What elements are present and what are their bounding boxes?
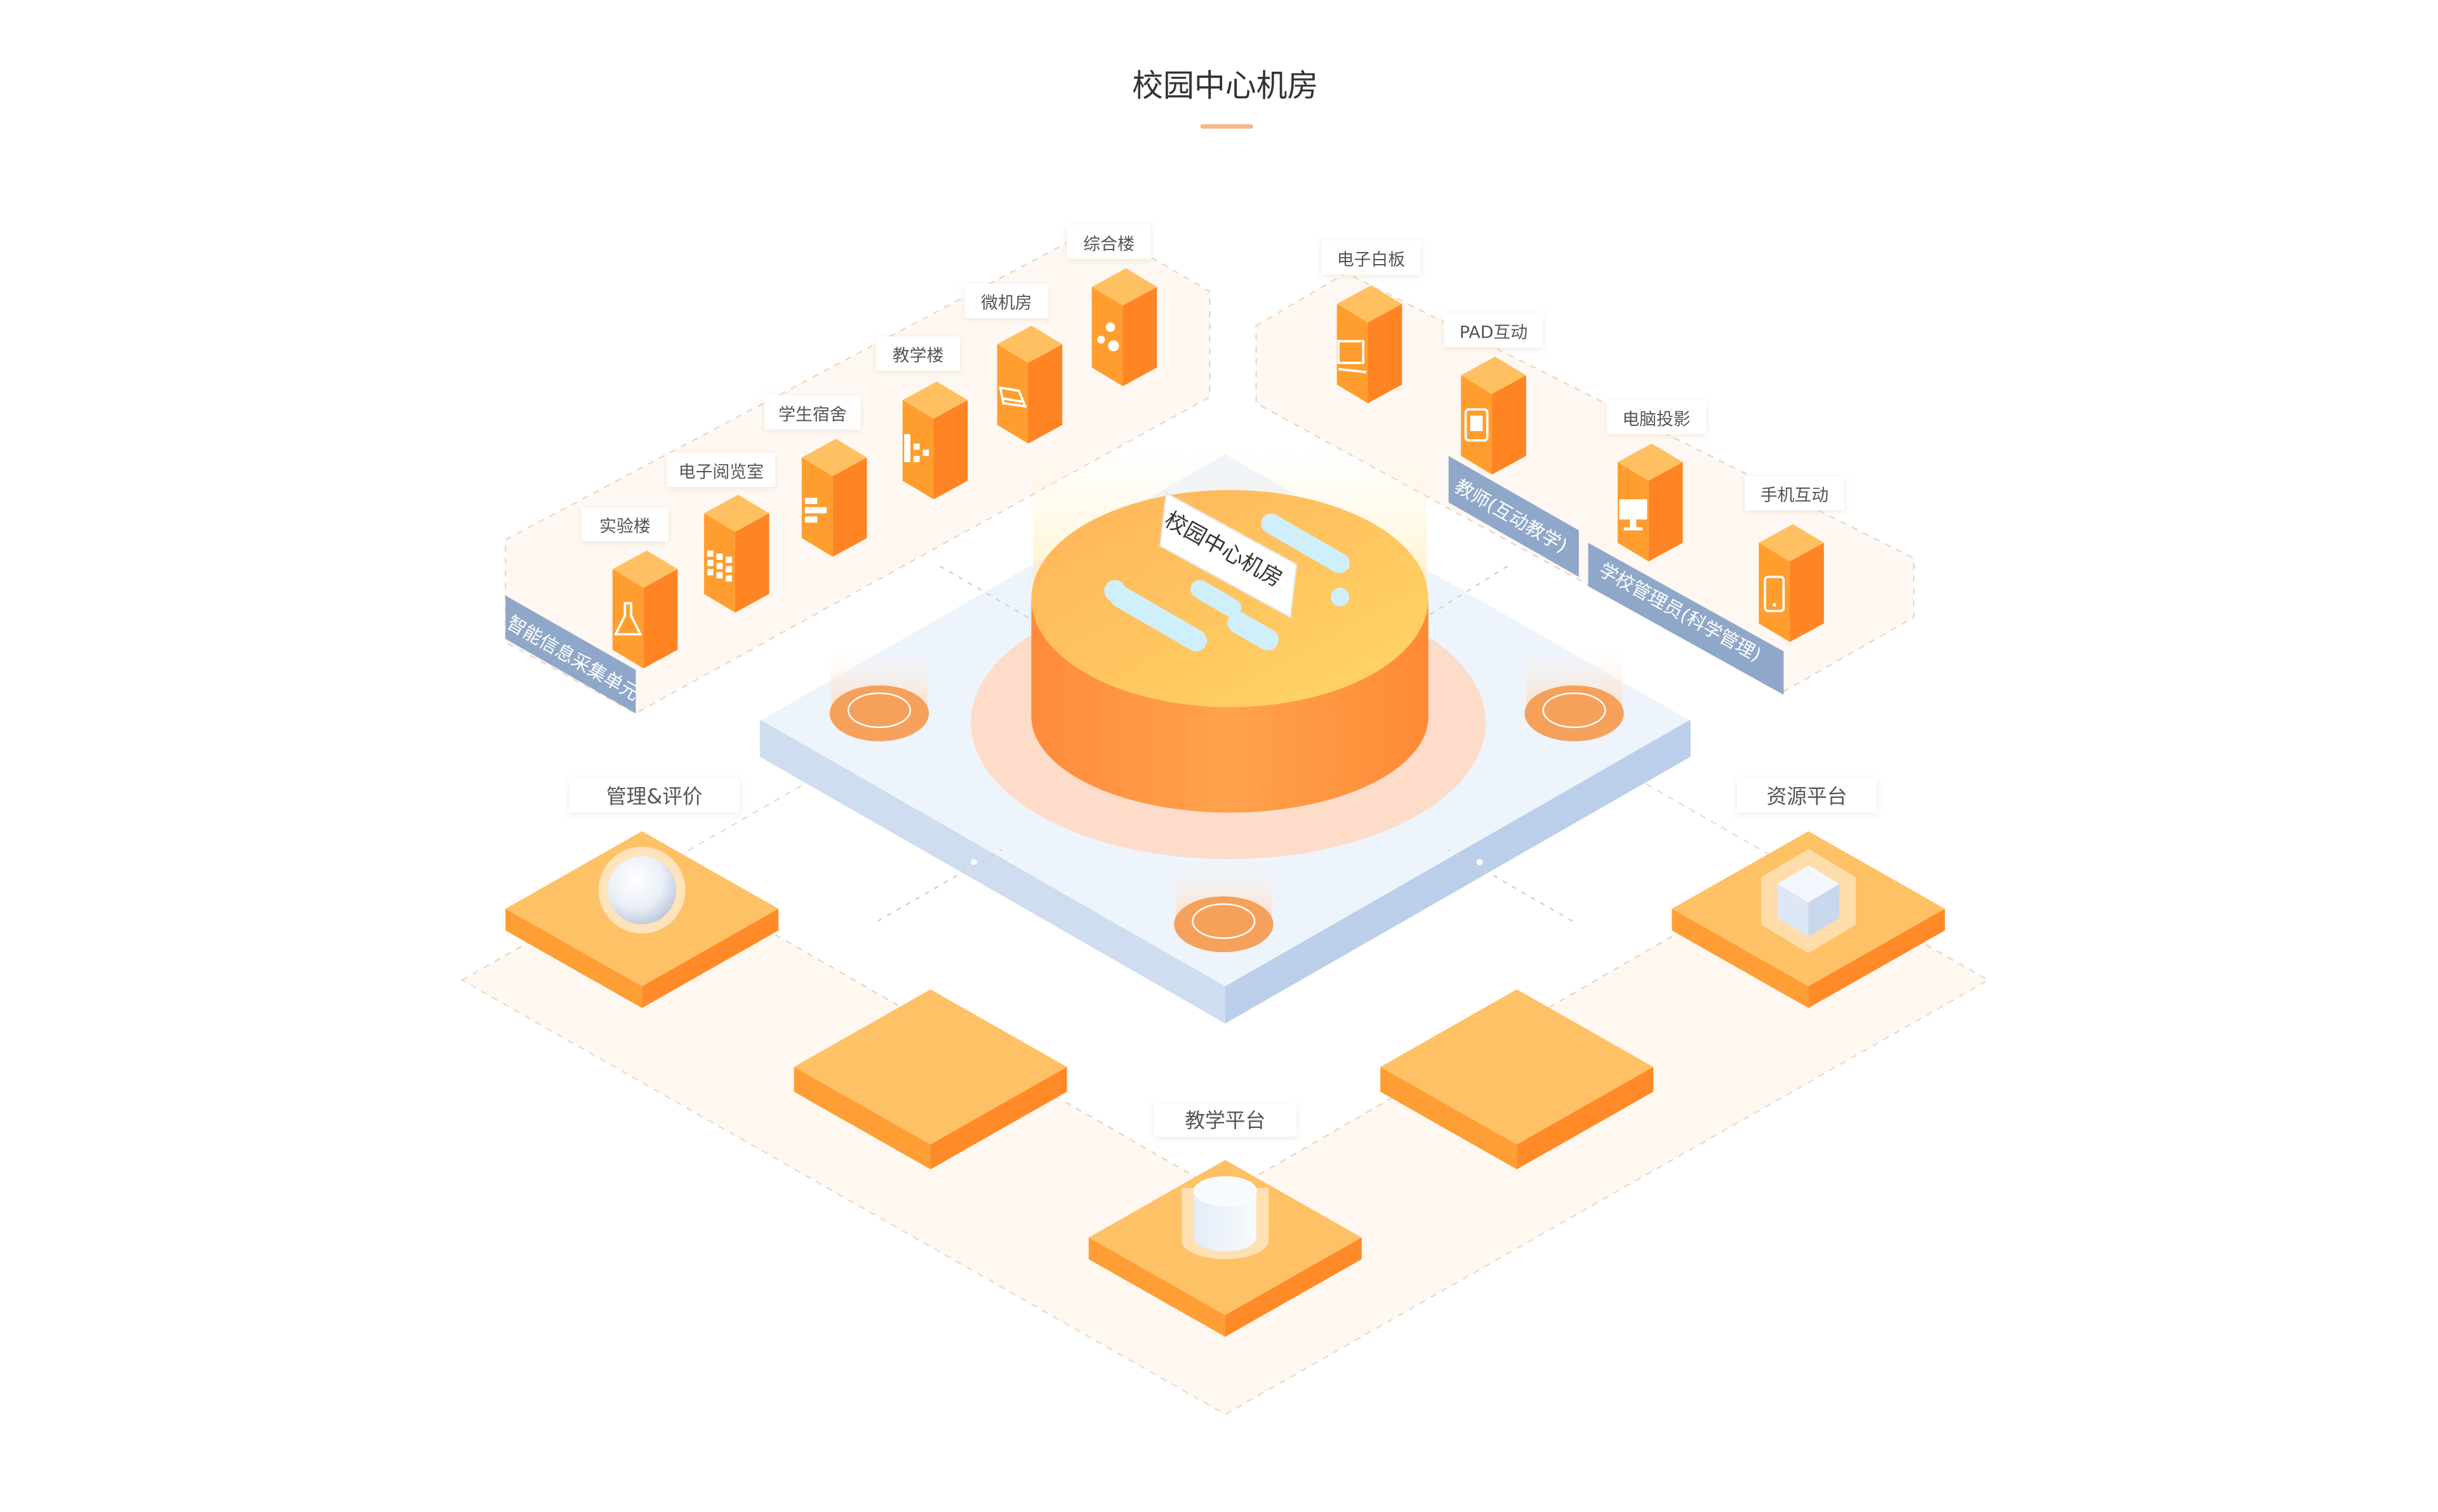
whiteboard-icon <box>1337 340 1367 374</box>
building-label-3: 学生宿舍 <box>764 395 861 430</box>
device-label-4: 手机互动 <box>1745 476 1844 510</box>
building-label-5: 微机房 <box>964 284 1049 318</box>
building-box-1 <box>612 550 678 668</box>
device-box-3 <box>1617 443 1683 562</box>
building-box-4 <box>902 381 968 500</box>
device-label-3: 电脑投影 <box>1606 400 1707 435</box>
grid-icon <box>707 550 732 582</box>
platform-blank-left <box>794 989 1067 1170</box>
data-center-core: 校园中心机房 <box>971 446 1486 859</box>
page-title: 校园中心机房 <box>1132 67 1318 103</box>
base-pod-right <box>1524 651 1624 741</box>
building-label-5-text: 微机房 <box>981 293 1032 313</box>
cylinder-icon <box>1182 1176 1269 1259</box>
device-label-2-text: PAD互动 <box>1460 323 1528 343</box>
dots-icon <box>1097 322 1119 352</box>
platform-management <box>505 831 779 1008</box>
building-label-3-text: 学生宿舍 <box>778 405 846 425</box>
device-label-1: 电子白板 <box>1321 240 1421 275</box>
building-icon <box>904 434 929 463</box>
platform-label-2: 教学平台 <box>1154 1103 1297 1137</box>
phone-icon <box>1764 575 1785 613</box>
platform-label-3-text: 资源平台 <box>1766 786 1847 809</box>
hard-drive-icon <box>999 386 1027 408</box>
platform-label-3: 资源平台 <box>1736 778 1877 813</box>
building-label-6: 综合楼 <box>1067 225 1151 259</box>
building-box-2 <box>703 494 769 613</box>
device-label-1-text: 电子白板 <box>1337 250 1405 270</box>
building-box-5 <box>997 326 1063 444</box>
flask-icon <box>613 602 643 636</box>
platform-label-1: 管理&评价 <box>569 778 740 813</box>
device-label-4-text: 手机互动 <box>1761 486 1828 505</box>
building-label-4-text: 教学楼 <box>893 346 944 366</box>
device-label-3-text: 电脑投影 <box>1622 409 1690 429</box>
device-box-1 <box>1336 285 1402 404</box>
base-pod-left <box>829 651 929 741</box>
building-label-4: 教学楼 <box>876 336 961 371</box>
connector-lines <box>877 565 1573 922</box>
title-underline <box>1200 124 1253 129</box>
platform-label-1-text: 管理&评价 <box>606 786 703 809</box>
building-label-1: 实验楼 <box>581 507 669 541</box>
platform-blank-right <box>1380 989 1654 1170</box>
bunk-icon <box>804 498 827 523</box>
base-pod-front <box>1174 862 1274 953</box>
buildings-group: 实验楼 电子阅览室 学生宿舍 教学楼 微机房 综合楼 <box>581 225 1157 668</box>
platform-label-2-text: 教学平台 <box>1185 1110 1265 1132</box>
building-label-2: 电子阅览室 <box>667 453 776 487</box>
tablet-icon <box>1464 408 1489 442</box>
building-box-6 <box>1091 268 1157 387</box>
building-label-1-text: 实验楼 <box>599 517 651 536</box>
building-label-2-text: 电子阅览室 <box>679 462 764 482</box>
cube-icon <box>1761 849 1856 953</box>
monitor-icon <box>1619 499 1648 531</box>
platform-resource <box>1672 831 1945 1008</box>
device-label-2: PAD互动 <box>1444 313 1543 348</box>
device-box-4 <box>1759 524 1824 642</box>
building-label-6-text: 综合楼 <box>1083 234 1135 254</box>
